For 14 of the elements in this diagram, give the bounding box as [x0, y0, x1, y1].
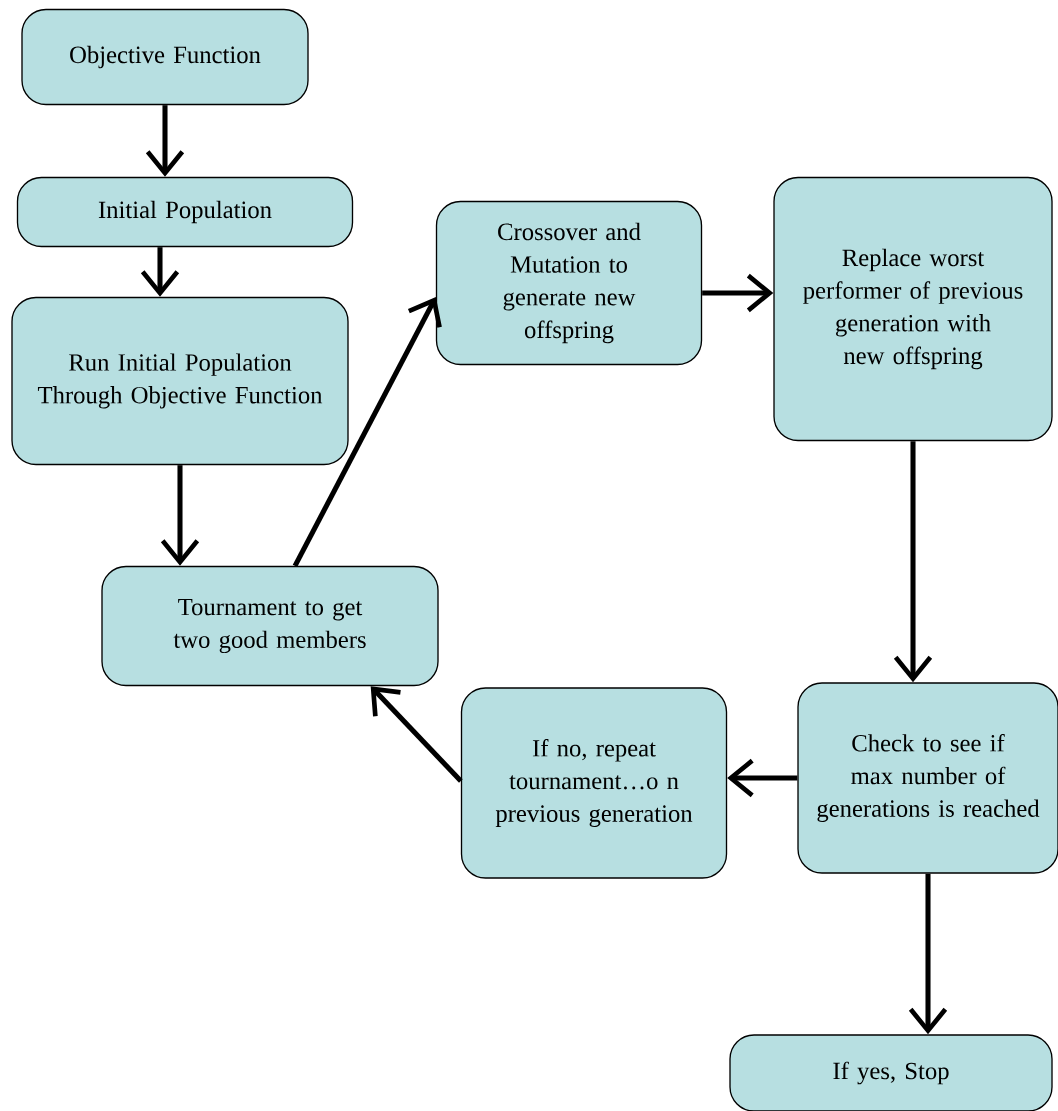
arrow	[292, 297, 442, 567]
arrow	[893, 441, 933, 683]
process-box: If yes, Stop	[729, 1034, 1053, 1111]
process-box: Check to see if max number of generations is reached	[797, 682, 1058, 874]
process-box: Tournament to get two good members	[101, 565, 439, 687]
arrow	[370, 686, 463, 783]
arrow	[160, 465, 200, 566]
process-box: Objective Function	[21, 8, 309, 106]
process-box: If no, repeat tournament…o n previous generation	[460, 687, 728, 879]
process-box: Initial Population	[16, 176, 354, 248]
process-box: Replace worst performer of previous generation with new offspring	[773, 176, 1053, 442]
process-box: Run Initial Population Through Objective Function	[11, 296, 349, 466]
process-box: Crossover and Mutation to generate new offspring	[435, 200, 703, 366]
arrow	[908, 873, 948, 1035]
